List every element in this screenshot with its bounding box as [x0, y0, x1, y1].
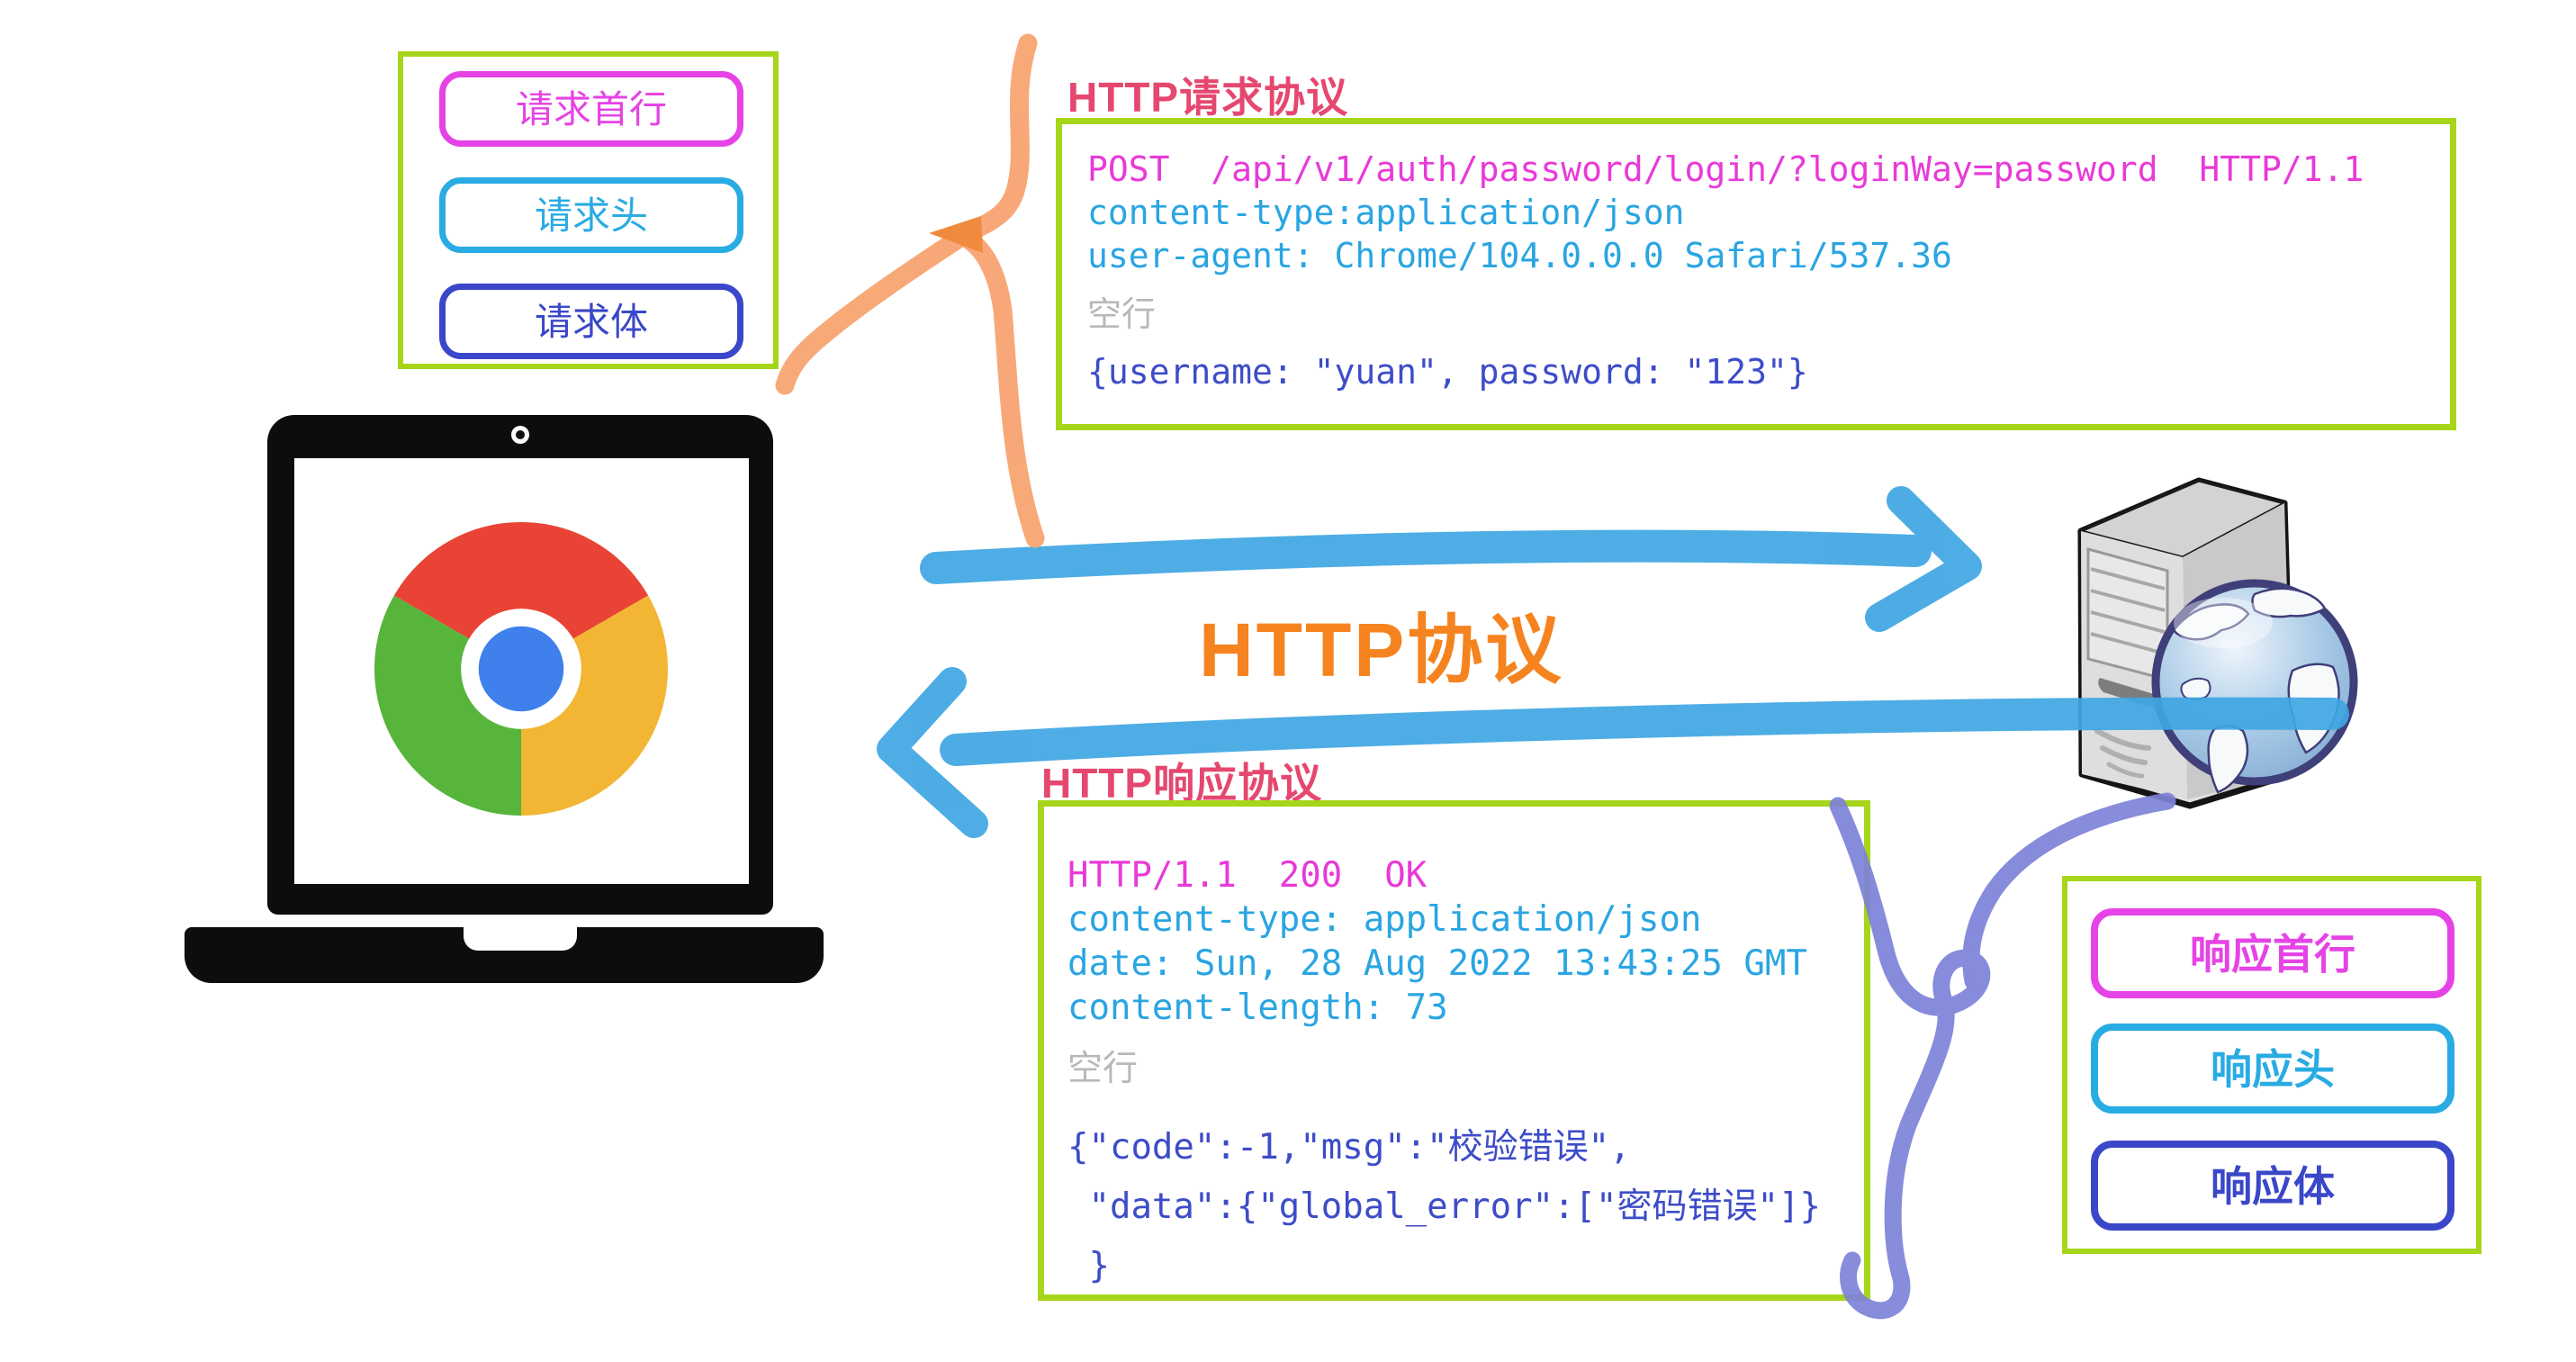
response-header-content-type: content-type: application/json: [1067, 899, 1702, 940]
request-body-line: {username: "yuan", password: "123"}: [1087, 352, 1808, 392]
response-status-line: HTTP/1.1 200 OK: [1067, 855, 1428, 896]
request-protocol-title: HTTP请求协议: [1067, 74, 1349, 121]
server-icon: [2076, 477, 2358, 809]
request-headers-box: 请求头: [439, 177, 743, 253]
laptop-icon: [267, 415, 773, 915]
response-headers-box: 响应头: [2091, 1024, 2454, 1114]
request-header-content-type: content-type:application/json: [1087, 193, 1685, 232]
response-blank-line-label: 空行: [1067, 1049, 1139, 1089]
chrome-logo-icon: [374, 522, 668, 816]
response-protocol-panel: HTTP/1.1 200 OK content-type: applicatio…: [1038, 800, 1870, 1301]
response-protocol-title: HTTP响应协议: [1041, 760, 1323, 807]
server-tower: [2076, 477, 2296, 809]
response-header-content-length: content-length: 73: [1067, 988, 1448, 1028]
request-first-line-box: 请求首行: [439, 71, 743, 147]
response-body-box: 响应体: [2091, 1141, 2454, 1231]
response-body-line-1: {"code":-1,"msg":"校验错误",: [1067, 1127, 1631, 1168]
request-structure-panel: 请求首行 请求头 请求体: [398, 51, 779, 369]
response-header-date: date: Sun, 28 Aug 2022 13:43:25 GMT: [1067, 943, 1807, 984]
laptop-base: [185, 927, 824, 983]
request-protocol-panel: POST /api/v1/auth/password/login/?loginW…: [1056, 118, 2456, 430]
request-brace-squiggle-icon: [775, 33, 1045, 548]
response-first-line-box: 响应首行: [2091, 908, 2454, 998]
request-line: POST /api/v1/auth/password/login/?loginW…: [1087, 149, 2364, 189]
request-body-box: 请求体: [439, 284, 743, 359]
request-header-user-agent: user-agent: Chrome/104.0.0.0 Safari/537.…: [1087, 236, 1952, 275]
response-body-line-3: }: [1067, 1246, 1110, 1286]
response-structure-panel: 响应首行 响应头 响应体: [2062, 876, 2481, 1254]
http-protocol-label: HTTP协议: [1199, 608, 1564, 692]
webcam-dot-icon: [511, 426, 529, 444]
response-body-line-2: "data":{"global_error":["密码错误"]}: [1067, 1186, 1821, 1227]
request-blank-line-label: 空行: [1087, 294, 1157, 334]
laptop-base-notch: [464, 927, 577, 951]
